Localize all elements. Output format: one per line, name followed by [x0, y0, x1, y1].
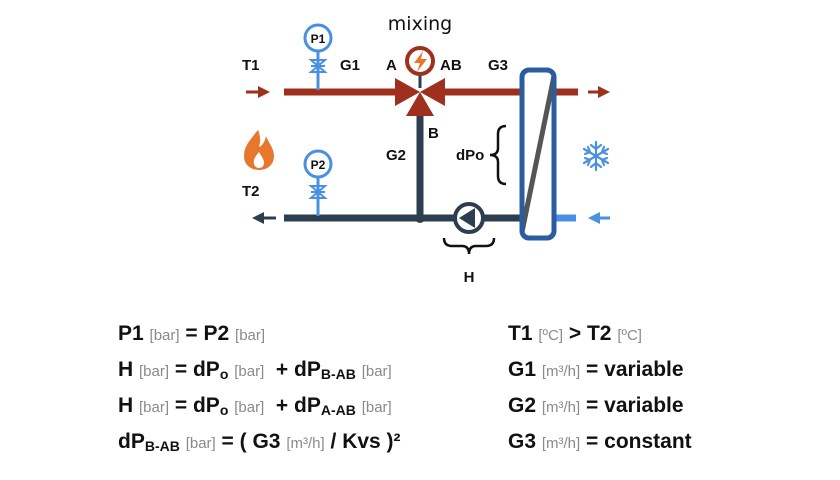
equation-valve-drop: dPB-AB [bar] = ( G3 [m³/h] / Kvs )²	[118, 430, 401, 454]
equation-g3: G3 [m³/h] = constant	[508, 430, 692, 453]
pressure-gauge-p2: P2	[303, 149, 333, 216]
equation-g1: G1 [m³/h] = variable	[508, 358, 684, 381]
port-ab-label: AB	[440, 57, 462, 74]
t1-label: T1	[242, 57, 260, 74]
valve-icon	[395, 72, 445, 116]
supply-outlet-arrow	[588, 86, 610, 98]
equation-head-b-ab: H [bar] = dPo [bar] + dPB-AB [bar]	[118, 358, 392, 382]
g1-label: G1	[340, 57, 360, 74]
mixing-circuit-diagram: mixing	[242, 13, 610, 286]
heat-exchanger-icon	[519, 67, 557, 241]
p1-label: P1	[311, 32, 326, 46]
diagram-title: mixing	[388, 13, 452, 35]
g3-label: G3	[488, 57, 508, 74]
dpo-brace	[489, 124, 507, 186]
return-inlet-arrow	[588, 212, 610, 224]
t2-label: T2	[242, 183, 260, 200]
h-brace	[442, 237, 496, 255]
pump-icon	[453, 202, 485, 234]
port-a-label: A	[386, 57, 397, 74]
lightning-icon	[405, 46, 435, 76]
bypass-junction	[415, 213, 425, 223]
snowflake-icon	[582, 140, 610, 172]
h-label: H	[464, 269, 475, 286]
supply-inlet-arrow	[246, 86, 270, 98]
equation-head-a-ab: H [bar] = dPo [bar] + dPA-AB [bar]	[118, 394, 392, 418]
g2-label: G2	[386, 147, 406, 164]
pressure-gauge-p1: P1	[303, 23, 333, 90]
p2-label: P2	[311, 158, 326, 172]
equation-pressure-balance: P1 [bar] = P2 [bar]	[118, 322, 266, 345]
equation-g2: G2 [m³/h] = variable	[508, 394, 684, 417]
flame-icon	[244, 130, 274, 170]
dpo-label: dPo	[456, 147, 484, 164]
port-b-label: B	[428, 125, 439, 142]
equation-temperatures: T1 [ºC] > T2 [ºC]	[508, 322, 642, 345]
return-outlet-arrow	[252, 212, 276, 224]
